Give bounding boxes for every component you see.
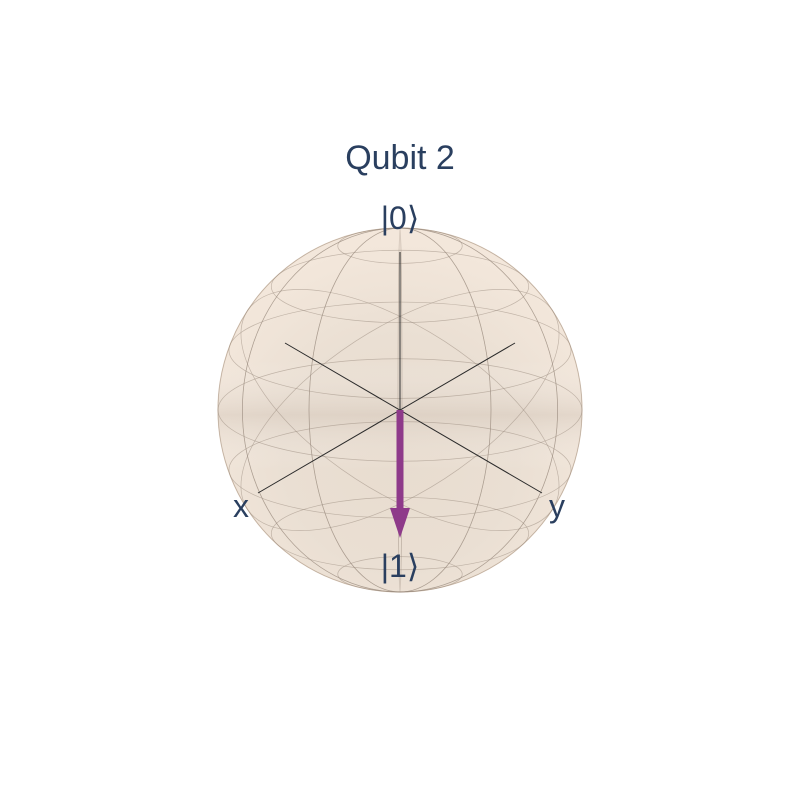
- x-axis-label: x: [233, 488, 249, 524]
- great-circle: [240, 289, 560, 531]
- one-ket-label: |1⟩: [381, 548, 420, 584]
- state-vector-arrow[interactable]: [390, 410, 410, 538]
- y-axis-line: [284, 342, 543, 494]
- x-axis-line: [257, 342, 516, 494]
- state-vector-head: [390, 508, 410, 538]
- zero-ket-label: |0⟩: [381, 200, 420, 236]
- meridian-circle: [242, 227, 558, 593]
- chart-title: Qubit 2: [345, 139, 455, 177]
- y-axis-label: y: [549, 488, 565, 524]
- bloch-axes: [257, 252, 543, 494]
- great-circle: [240, 289, 560, 531]
